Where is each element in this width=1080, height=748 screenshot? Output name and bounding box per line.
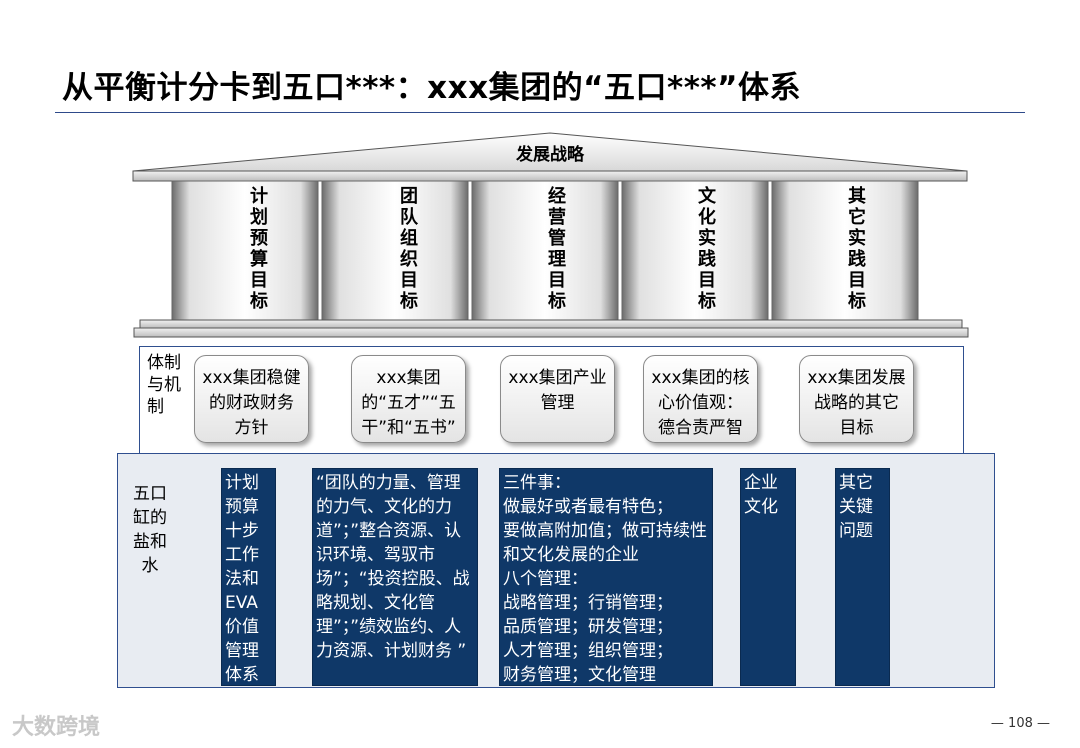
page-title: 从平衡计分卡到五口***：xxx集团的“五口***”体系 — [62, 70, 802, 106]
salt-water-label: 五口缸的盐和水 — [133, 484, 167, 576]
pillar-2 — [321, 180, 469, 322]
pillar-label-5: 其它实践目标 — [848, 186, 866, 312]
content-column-3: 三件事： 做最好或者最有特色； 要做高附加值；做可持续性和文化发展的企业 八个管… — [499, 468, 713, 686]
title-divider — [55, 112, 1025, 113]
pillar-5 — [771, 180, 919, 322]
content-column-1: 计划预算十步工作法和EVA价值管理体系 — [221, 468, 276, 686]
pillars — [171, 180, 919, 322]
roof-label: 发展战略 — [516, 145, 584, 165]
mechanism-box-2: xxx集团的“五才”“五干”和“五书” — [351, 355, 466, 443]
mechanism-box-5: xxx集团发展战略的其它目标 — [799, 355, 914, 443]
mechanism-box-1: xxx集团稳健的财政财务方针 — [194, 355, 309, 443]
content-column-5: 其它关键问题 — [835, 468, 890, 686]
mechanism-box-3: xxx集团产业管理 — [500, 355, 615, 443]
pillar-1 — [171, 180, 319, 322]
pillar-4 — [621, 180, 769, 322]
pillar-label-2: 团队组织目标 — [400, 186, 418, 312]
base-slab-top — [139, 319, 963, 329]
pillar-label-4: 文化实践目标 — [698, 186, 716, 312]
content-column-2: “团队的力量、管理的力气、文化的力道”；”整合资源、认识环境、驾驭市场”；“投资… — [312, 468, 478, 686]
mechanism-box-4: xxx集团的核心价值观：德合责严智情 — [643, 355, 758, 443]
pillar-label-1: 计划预算目标 — [250, 186, 268, 312]
roof-beam — [132, 170, 968, 182]
page-number: — 108 — — [990, 716, 1050, 731]
content-column-4: 企业文化 — [740, 468, 796, 686]
base-slab-bottom — [133, 327, 969, 338]
pillar-label-3: 经营管理目标 — [548, 186, 566, 312]
watermark-logo: 大数跨境 — [12, 715, 101, 740]
pillar-3 — [471, 180, 619, 322]
mechanism-label: 体制与机制 — [147, 353, 181, 417]
